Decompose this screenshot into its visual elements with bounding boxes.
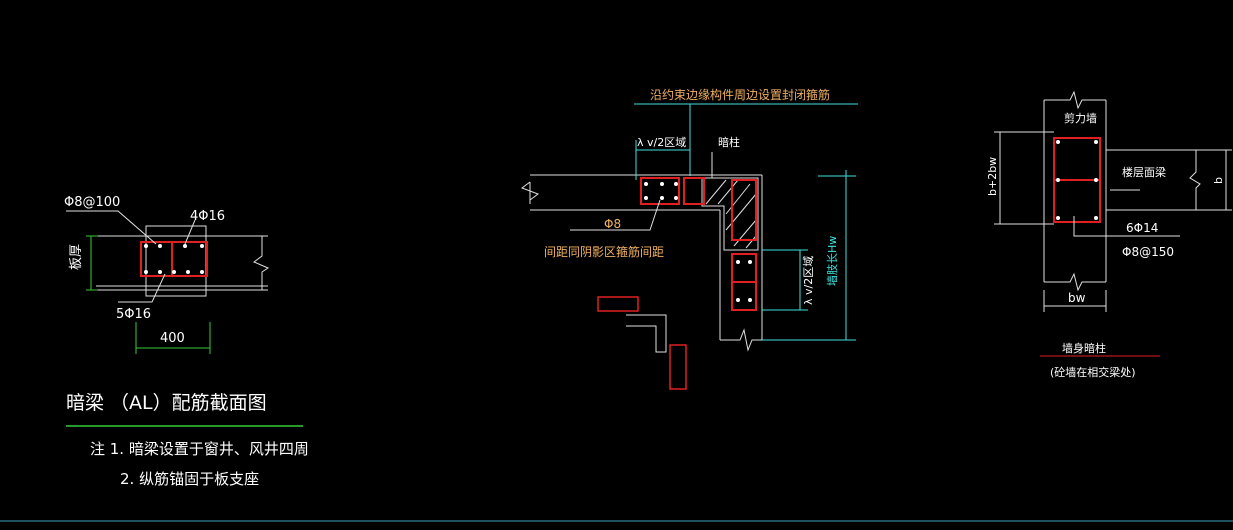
floor-beam-label: 楼层面梁 <box>1122 165 1166 179</box>
wall-break <box>520 181 540 201</box>
column-stirrup-label: Φ8@150 <box>1122 245 1174 259</box>
lambda-zone-top: λ v/2区域 <box>637 136 686 149</box>
center-corner-detail: 沿约束边缘构件周边设置封闭箍筋 λ v/2区域 暗柱 Φ8 间距同阴影区箍筋间距… <box>520 87 858 390</box>
wall-break-bottom <box>720 328 772 352</box>
hatch <box>705 179 757 249</box>
closed-stirrup-note: 沿约束边缘构件周边设置封闭箍筋 <box>650 87 830 102</box>
wall-length-label: 墙肢长Hw <box>825 236 839 286</box>
top-bars-label: 4Φ16 <box>190 209 225 224</box>
top-break <box>1044 90 1106 110</box>
stirrup-leader <box>66 210 157 245</box>
bars-label: 6Φ14 <box>1126 221 1158 235</box>
rebar-dots <box>144 244 204 274</box>
hook-detail-1 <box>597 296 639 312</box>
section-title: 暗梁 （AL）配筋截面图 <box>66 392 267 414</box>
bw-dimension: bw <box>1068 291 1086 305</box>
hidden-column-label: 暗柱 <box>718 135 740 149</box>
detail-subtitle: (砼墙在相交梁处) <box>1050 365 1136 379</box>
note-line-2: 2. 纵筋锚固于板支座 <box>120 470 259 488</box>
spacing-note: 间距同阴影区箍筋间距 <box>544 244 664 259</box>
detail-title: 墙身暗柱 <box>1062 341 1106 355</box>
right-wall-column-detail: 剪力墙 楼层面梁 b+2bw b 6Φ14 Φ8@150 bw 墙身暗柱 (砼墙… <box>986 90 1232 379</box>
beam-width-label: b <box>1212 177 1225 184</box>
slab-thickness-label: 板厚 <box>69 244 84 270</box>
stirrup-top <box>640 177 680 205</box>
hidden-column-outline <box>701 177 759 251</box>
top-bar-leader <box>184 219 196 245</box>
phi8-label: Φ8 <box>604 217 621 231</box>
stirrup-label: Φ8@100 <box>64 195 120 210</box>
left-section-detail: Φ8@100 4Φ16 板厚 5Φ16 400 暗梁 （AL）配筋截面图 注 1… <box>64 195 309 488</box>
bottom-break <box>1044 272 1106 292</box>
note-line-1: 注 1. 暗梁设置于窗井、风井四周 <box>90 440 309 458</box>
stirrup <box>140 241 208 277</box>
lambda-zone-side: λ v/2区域 <box>802 256 815 305</box>
shear-wall-label: 剪力墙 <box>1064 111 1097 125</box>
width-dimension: 400 <box>160 331 185 346</box>
height-dimension: b+2bw <box>986 157 999 196</box>
hook-detail-2 <box>669 344 687 390</box>
bottom-bar-leader <box>118 273 166 303</box>
break-symbol <box>253 236 270 290</box>
bottom-bars-label: 5Φ16 <box>116 307 151 322</box>
